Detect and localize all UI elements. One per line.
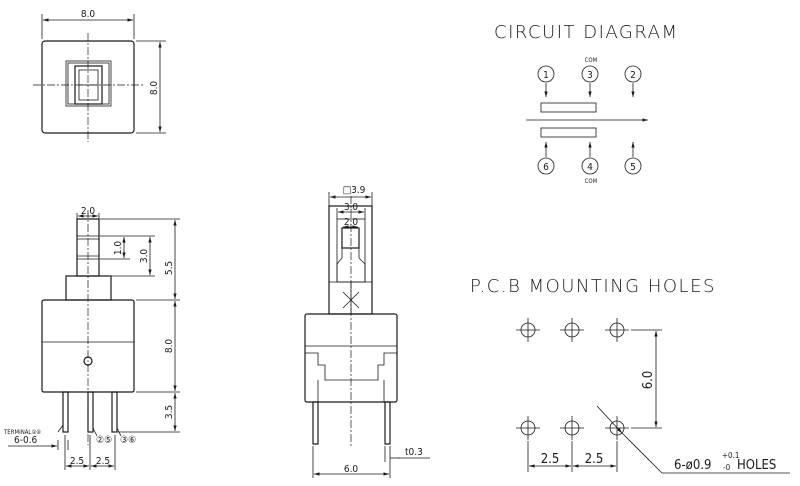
pcb-hole-bottom-left — [516, 416, 540, 440]
terminal-2-label: 2 — [630, 70, 636, 81]
pin-mid-label: ②⑤ — [96, 435, 112, 446]
pcb-tol-minus: -0 — [723, 463, 731, 472]
terminal-1-circle — [537, 65, 555, 83]
front-pitch-right-label: 2.5 — [96, 456, 110, 467]
pcb-hole-top-left — [516, 318, 540, 342]
pcb-holes-prefix: 6-ø0.9 — [674, 458, 711, 473]
front-view-stem-width-label: 2.0 — [81, 206, 96, 217]
circuit-title: CIRCUIT DIAGRAM — [494, 22, 679, 43]
front-view-stem-height-label: 3.0 — [139, 249, 150, 264]
pcb-holes-suffix: HOLES — [737, 458, 776, 473]
side-view: □3.9 3.0 2.0 t0.3 6.0 — [304, 185, 430, 478]
circuit-diagram: CIRCUIT DIAGRAM 1 3 COM 2 6 4 COM 5 — [494, 22, 679, 185]
side-thickness-label: t0.3 — [405, 447, 423, 458]
com-bottom-label: COM — [585, 178, 598, 185]
front-view-pin-height-label: 3.5 — [164, 405, 175, 419]
side-base-width-label: 6.0 — [344, 464, 359, 475]
front-view-collar — [65, 275, 112, 301]
top-view-inner-square-2 — [67, 62, 110, 105]
pcb-pitch-left-label: 2.5 — [541, 452, 560, 467]
contact-upper — [540, 102, 597, 113]
terminal-3-circle — [581, 65, 599, 83]
side-view-stem-inner — [341, 227, 360, 249]
pcb-pitch-right-label: 2.5 — [585, 452, 604, 467]
side-square-label: □3.9 — [343, 185, 366, 196]
terminal-label: TERMINAL①④ — [3, 429, 41, 436]
pcb-tol-plus: +0.1 — [722, 451, 739, 460]
front-view-stem-diameter-label: 1.0 — [113, 241, 124, 256]
terminal-5-label: 5 — [630, 162, 636, 173]
front-view-body-height-label: 8.0 — [164, 339, 175, 354]
contact-lower — [540, 127, 597, 138]
pcb-title: P.C.B MOUNTING HOLES — [470, 276, 716, 297]
terminal-4-label: 4 — [587, 162, 593, 173]
side-width-mid-label: 3.0 — [344, 202, 359, 213]
front-view-pin-right — [111, 391, 118, 433]
terminal-6-label: 6 — [543, 162, 549, 173]
terminal-4-circle — [581, 157, 599, 175]
side-width-inner-label: 2.0 — [344, 217, 359, 228]
terminal-2-circle — [624, 65, 642, 83]
terminal-6-circle — [537, 157, 555, 175]
front-view-pin-mid — [87, 391, 94, 433]
pcb-mounting-holes: P.C.B MOUNTING HOLES 6.0 2.5 2.5 — [470, 276, 790, 474]
top-view-height-label: 8.0 — [149, 81, 160, 96]
side-view-pin-right — [384, 401, 391, 445]
front-view: 2.0 1.0 3.0 5.5 8.0 3.5 TERMINAL①④ ②⑤ ③⑥… — [3, 206, 180, 470]
terminal-5-circle — [624, 157, 642, 175]
terminal-3-label: 3 — [587, 70, 593, 81]
front-pitch-left-label: 2.5 — [70, 456, 84, 467]
com-top-label: COM — [585, 57, 598, 64]
pcb-hole-top-right — [605, 318, 629, 342]
pcb-height-label: 6.0 — [641, 371, 656, 390]
front-view-pin-left — [62, 391, 69, 433]
pin-right-label: ③⑥ — [120, 435, 136, 446]
terminal-1-label: 1 — [543, 70, 549, 81]
top-view-inner-square — [65, 60, 112, 107]
front-view-upper-height-label: 5.5 — [164, 261, 175, 275]
top-view-width-label: 8.0 — [81, 9, 96, 20]
pin-size-label: 6-0.6 — [14, 435, 38, 446]
pcb-hole-top-mid — [560, 318, 584, 342]
side-view-pin-left — [312, 401, 319, 445]
pcb-hole-bottom-mid — [560, 416, 584, 440]
top-view: 8.0 8.0 — [33, 9, 166, 142]
